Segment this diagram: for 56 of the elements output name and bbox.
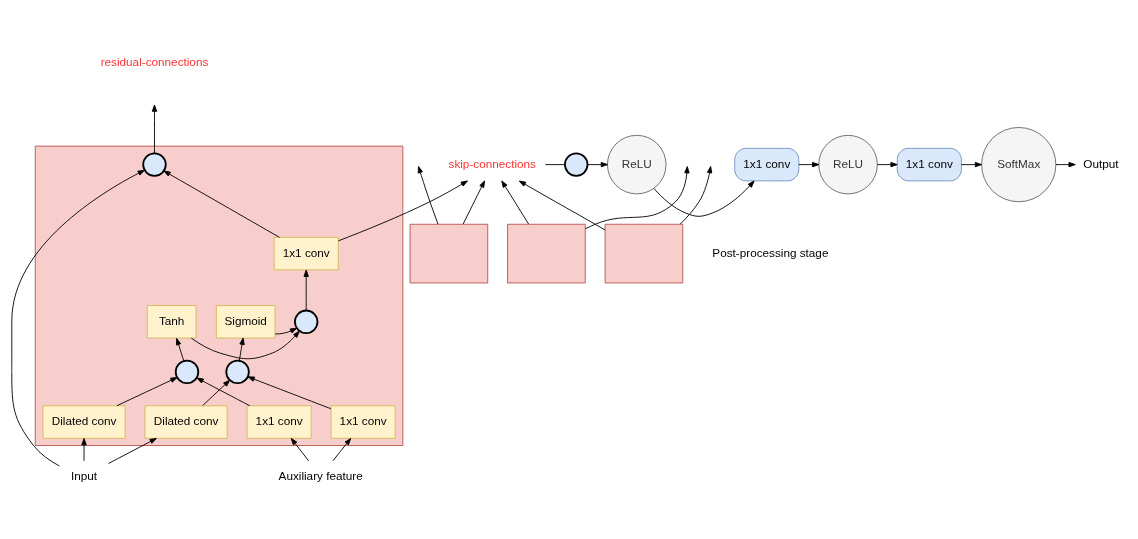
node-text: Input [70,468,98,482]
arrow [116,376,178,406]
arrow [190,330,300,359]
node-circle: ReLU [607,134,667,194]
arrow [303,269,309,311]
arrow [338,179,468,241]
arrow [876,161,898,167]
node-text: Output [1083,156,1119,170]
arrow [1055,161,1076,167]
arrow [108,437,157,464]
arrow [653,180,755,217]
arrow [587,161,608,167]
arrow [518,180,606,230]
arrow [961,161,983,167]
node-box: Dilated conv [42,404,126,439]
arrow [176,337,185,361]
node-box [604,223,684,283]
node-circle: SoftMax [981,126,1057,202]
arrow [81,437,87,461]
arrow [584,165,690,229]
node-box: 1x1 conv [734,147,800,181]
node-circle [225,359,250,384]
node-box: 1x1 conv [273,236,339,270]
arrow [11,169,145,466]
node-circle: ReLU [818,134,878,194]
arrow [151,104,158,154]
node-text: Auxiliary feature [278,468,363,482]
arrow [196,377,251,406]
node-box: 1x1 conv [330,404,396,439]
node-circle [174,359,200,384]
node-box: Sigmoid [215,304,276,338]
arrow [290,437,310,461]
arrow [501,179,530,225]
arrow [332,437,352,461]
node-box: Tanh [146,304,197,338]
connector [544,163,566,165]
arrow [238,337,245,361]
node-circle [564,151,589,177]
arrow [798,161,820,167]
arrow [247,375,332,409]
node-box [409,223,489,283]
node-box: 1x1 conv [246,404,312,439]
node-box: Dilated conv [144,404,228,439]
node-circle [294,309,319,334]
arrow [202,379,231,406]
arrow [163,169,280,238]
arrow [274,327,298,334]
arrow [679,165,713,224]
label: Post-processing stage [712,245,829,259]
node-box [507,223,586,283]
arrow [462,179,486,225]
node-circle [142,151,167,177]
node-text: skip-connections [448,156,536,170]
node-box: 1x1 conv [896,147,962,181]
label: residual-connections [100,54,209,68]
arrow [417,165,439,225]
